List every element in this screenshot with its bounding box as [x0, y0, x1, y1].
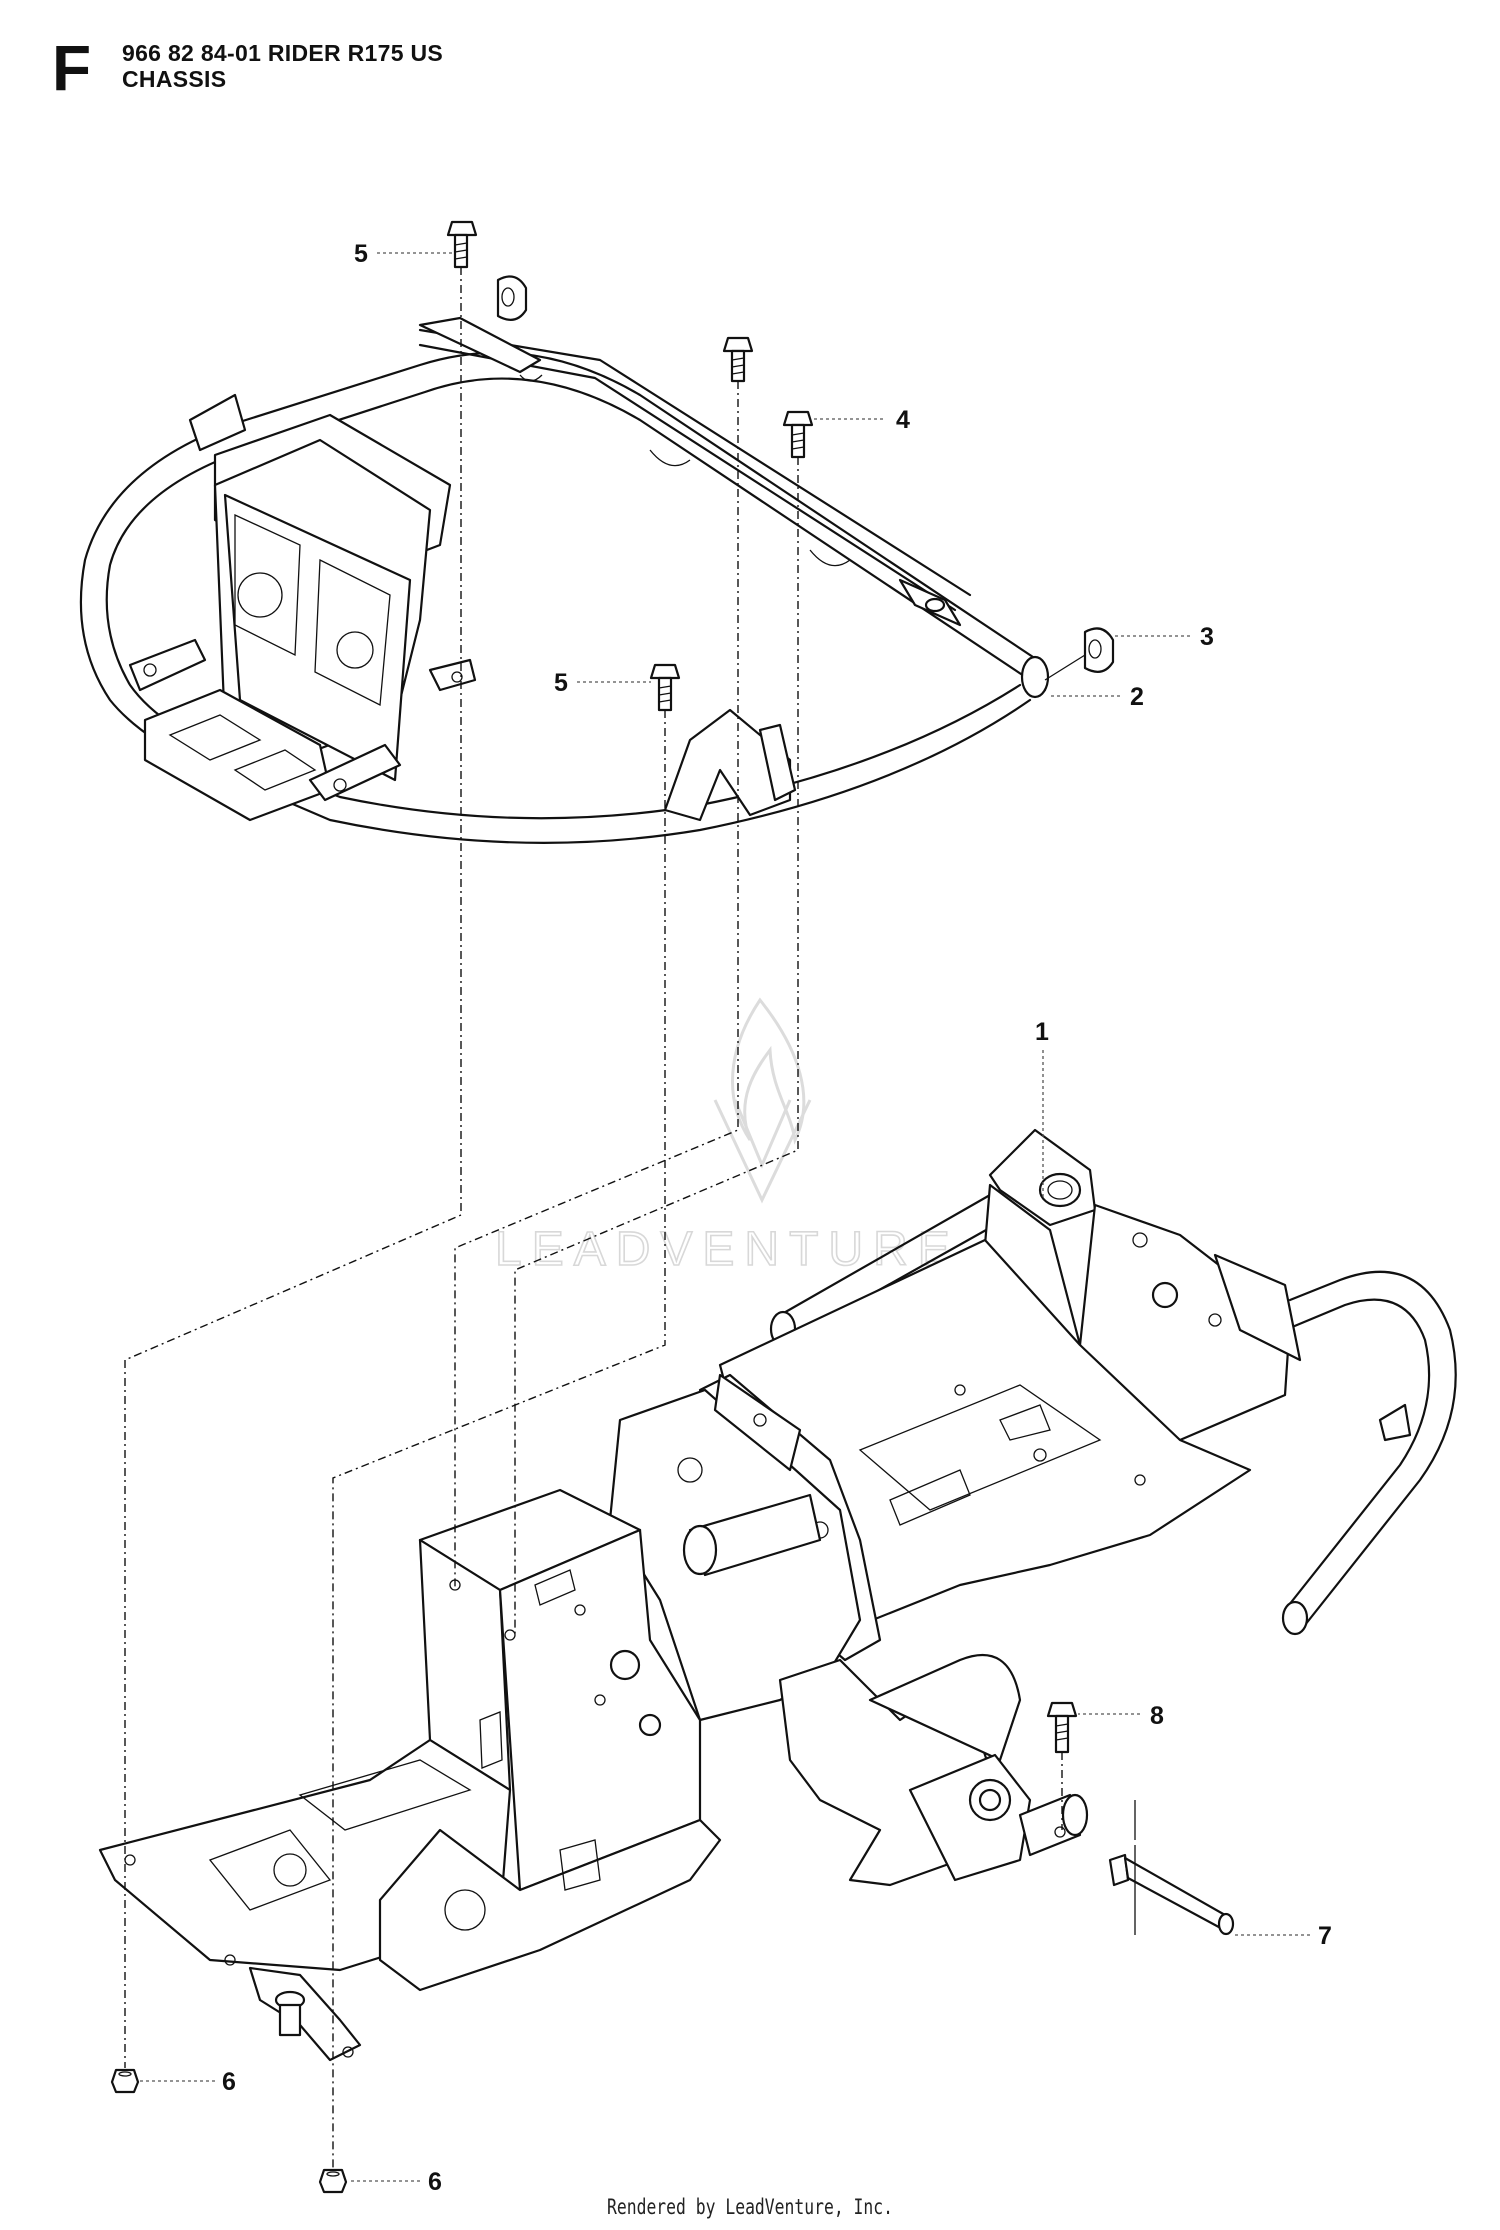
bolt-4-a [722, 336, 754, 383]
callout-6-left: 6 [222, 2068, 236, 2096]
callout-6-right: 6 [428, 2168, 442, 2196]
section-letter: F [52, 32, 92, 104]
bolt-4-b [782, 410, 814, 459]
assembly-lines [124, 267, 1136, 2168]
watermark-text: LEADVENTURE [495, 1223, 960, 1276]
callout-3: 3 [1200, 623, 1214, 651]
front-bumper-frame [79, 316, 1050, 844]
callout-5-upper: 5 [354, 240, 368, 268]
main-chassis [98, 1128, 1457, 2062]
diagram-title: CHASSIS [122, 66, 227, 92]
grommet-top [496, 275, 528, 321]
grommet-right [1083, 627, 1115, 673]
watermark: LEADVENTURE [494, 997, 960, 1277]
bolt-5-upper [446, 220, 478, 269]
callout-8: 8 [1150, 1702, 1164, 1730]
model-number: 966 82 84-01 RIDER R175 US [122, 40, 444, 66]
callout-2: 2 [1130, 683, 1144, 711]
bolt-8 [1046, 1701, 1078, 1754]
footer-credit: Rendered by LeadVenture, Inc. [607, 2195, 893, 2219]
callout-7: 7 [1318, 1922, 1332, 1950]
callout-labels: 5 4 3 2 5 1 8 7 6 6 [222, 240, 1332, 2196]
nut-6-left [110, 2068, 140, 2094]
callout-5-middle: 5 [554, 669, 568, 697]
nut-6-right [318, 2168, 348, 2194]
callout-1: 1 [1035, 1018, 1049, 1046]
bolt-5-middle [649, 663, 681, 712]
callout-4: 4 [896, 406, 910, 434]
pin-7 [1108, 1853, 1235, 1936]
leadventure-flame-logo [713, 997, 812, 1204]
callout-leaders [140, 252, 1310, 2182]
